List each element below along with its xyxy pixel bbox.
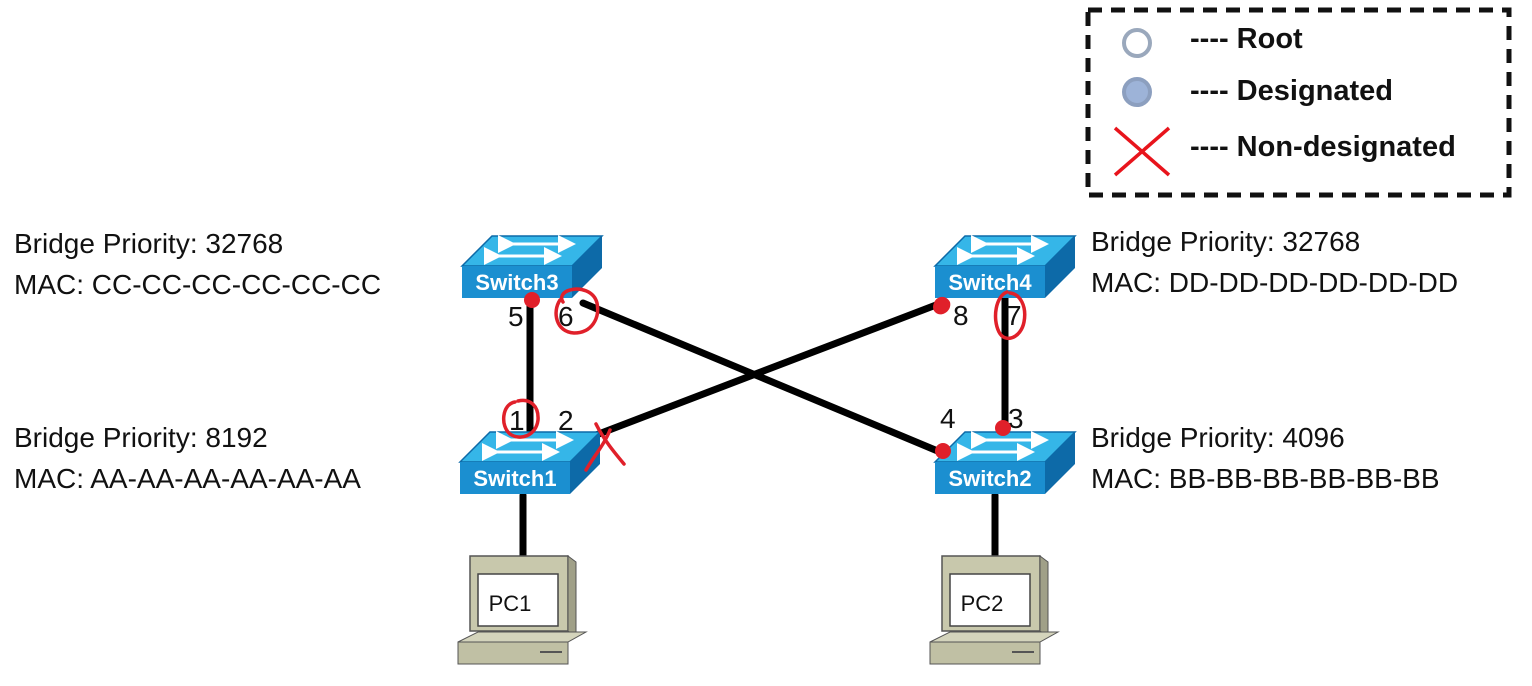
port-3-designated-marker bbox=[995, 420, 1011, 436]
port-6-label: 6 bbox=[558, 301, 574, 332]
switch1-name: Switch1 bbox=[473, 466, 556, 491]
link-switch1-switch4 bbox=[579, 301, 940, 444]
port-3-label: 3 bbox=[1008, 403, 1024, 434]
port-7-label: 7 bbox=[1006, 300, 1022, 331]
switch4-mac: MAC: DD-DD-DD-DD-DD-DD bbox=[1091, 267, 1458, 298]
port-4-label: 4 bbox=[940, 403, 956, 434]
switch3-priority: Bridge Priority: 32768 bbox=[14, 228, 283, 259]
port-1-root-circle bbox=[502, 398, 540, 439]
port-2-non-designated-x bbox=[584, 422, 626, 472]
pc1-label: PC1 bbox=[489, 591, 532, 616]
switch4-name: Switch4 bbox=[948, 270, 1032, 295]
pc1[interactable]: PC1 bbox=[457, 555, 588, 665]
port-8-designated-marker bbox=[933, 296, 951, 315]
port-5-label: 5 bbox=[508, 301, 524, 332]
switch2-name: Switch2 bbox=[948, 466, 1031, 491]
legend-designated-label: ---- Designated bbox=[1190, 75, 1393, 107]
port-2-label: 2 bbox=[558, 405, 574, 436]
pc2-label: PC2 bbox=[961, 591, 1004, 616]
port-7-root-circle bbox=[993, 290, 1027, 341]
port-1-label: 1 bbox=[509, 405, 525, 436]
port-6-root-circle bbox=[554, 287, 600, 335]
switch1-mac: MAC: AA-AA-AA-AA-AA-AA bbox=[14, 463, 361, 494]
link-switch3-switch2 bbox=[579, 299, 944, 456]
root-port-icon bbox=[1122, 28, 1152, 58]
non-designated-x-icon bbox=[1113, 126, 1171, 177]
switch4[interactable]: Switch4 bbox=[933, 235, 1077, 298]
port-8-label: 8 bbox=[953, 300, 969, 331]
switch4-priority: Bridge Priority: 32768 bbox=[1091, 226, 1360, 257]
switch1-priority: Bridge Priority: 8192 bbox=[14, 422, 268, 453]
legend-root-label: ---- Root bbox=[1190, 23, 1303, 55]
legend-non-designated-label: ---- Non-designated bbox=[1190, 131, 1456, 163]
switch3[interactable]: Switch3 bbox=[460, 235, 604, 298]
pc2[interactable]: PC2 bbox=[929, 555, 1060, 665]
switch3-name: Switch3 bbox=[475, 270, 558, 295]
port-4-designated-marker bbox=[935, 443, 951, 459]
switch2[interactable]: Switch2 bbox=[933, 431, 1077, 494]
switch3-mac: MAC: CC-CC-CC-CC-CC-CC bbox=[14, 269, 381, 300]
switch1[interactable]: Switch1 bbox=[458, 431, 602, 494]
legend: ---- Root ---- Designated ---- Non-desig… bbox=[1085, 7, 1512, 198]
port-5-designated-marker bbox=[524, 292, 540, 308]
switch2-priority: Bridge Priority: 4096 bbox=[1091, 422, 1345, 453]
designated-port-icon bbox=[1122, 77, 1152, 107]
switch2-mac: MAC: BB-BB-BB-BB-BB-BB bbox=[1091, 463, 1440, 494]
